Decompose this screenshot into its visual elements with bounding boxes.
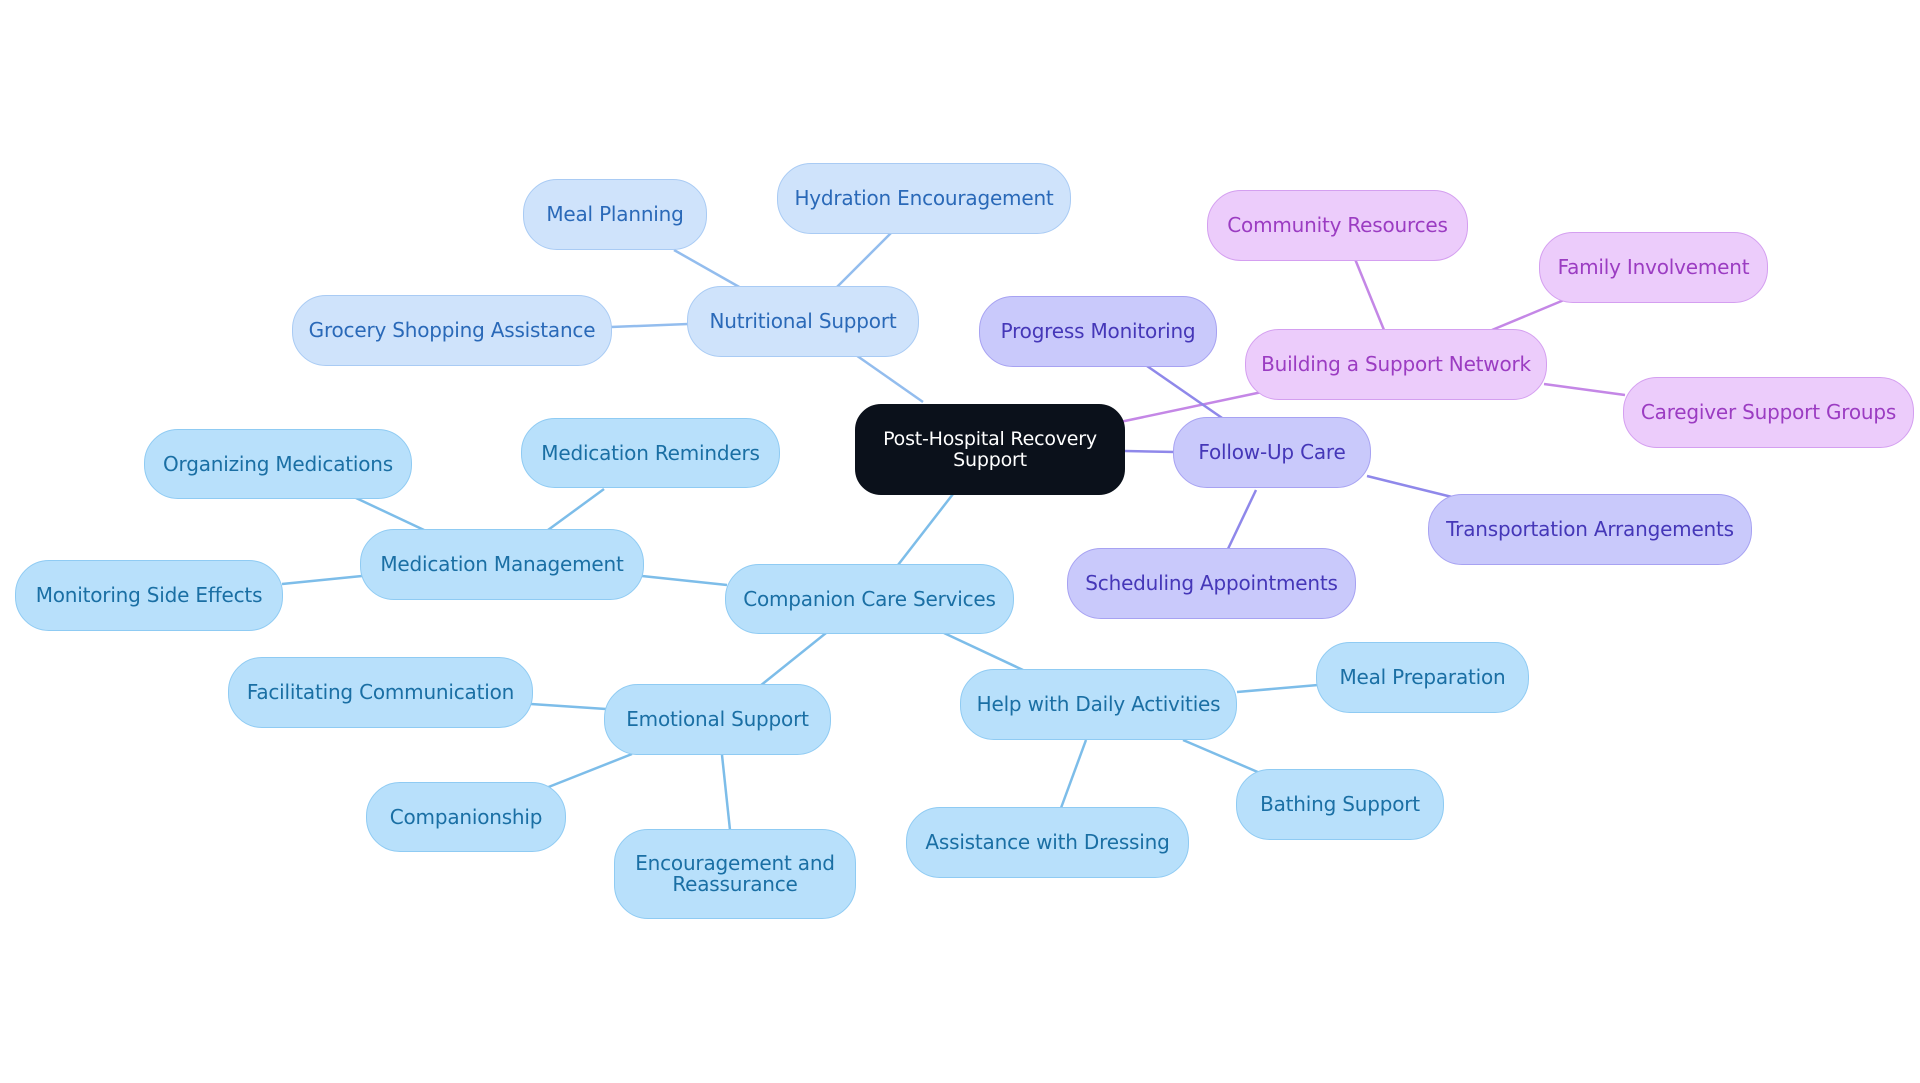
emotional-support-node[interactable]: Emotional Support <box>604 684 831 755</box>
bathing-support-node[interactable]: Bathing Support <box>1236 769 1444 840</box>
follow-up-care-node[interactable]: Follow-Up Care <box>1173 417 1371 488</box>
organizing-medications-node[interactable]: Organizing Medications <box>144 429 412 499</box>
edge-daily-dressing <box>1059 739 1088 809</box>
medication-reminders-node[interactable]: Medication Reminders <box>521 418 780 488</box>
scheduling-appointments-node[interactable]: Scheduling Appointments <box>1067 548 1356 619</box>
meal-planning-node[interactable]: Meal Planning <box>523 179 707 250</box>
edge-med-sideeffects <box>281 574 363 586</box>
nutritional-support-node[interactable]: Nutritional Support <box>687 286 919 357</box>
family-involvement-node[interactable]: Family Involvement <box>1539 232 1768 303</box>
edge-daily-bathing <box>1182 738 1261 775</box>
edge-fu-transport <box>1366 474 1453 499</box>
edge-net-family <box>1491 298 1565 332</box>
edge-root-companion <box>897 493 954 566</box>
edge-companion-daily <box>943 631 1024 672</box>
support-network-node[interactable]: Building a Support Network <box>1245 329 1547 400</box>
edge-med-organizing <box>355 496 425 532</box>
encouragement-node[interactable]: Encouragement and Reassurance <box>614 829 856 919</box>
edge-nut-meal <box>673 248 742 290</box>
edge-root-nutrition <box>852 351 924 404</box>
edge-nut-hydration <box>835 232 892 289</box>
edge-companion-medication <box>641 574 728 587</box>
edge-emo-companionship <box>545 752 633 790</box>
edge-med-reminders <box>547 487 605 532</box>
companionship-node[interactable]: Companionship <box>366 782 566 852</box>
progress-monitoring-node[interactable]: Progress Monitoring <box>979 296 1217 367</box>
edge-emo-encouragement <box>720 754 732 831</box>
facilitating-communication-node[interactable]: Facilitating Communication <box>228 657 533 728</box>
edge-root-followup <box>1124 449 1176 454</box>
edge-emo-communication <box>530 702 607 711</box>
hydration-encouragement-node[interactable]: Hydration Encouragement <box>777 163 1071 234</box>
companion-care-node[interactable]: Companion Care Services <box>725 564 1014 634</box>
root-node[interactable]: Post-Hospital Recovery Support <box>855 404 1125 495</box>
edge-net-caregiver <box>1543 382 1626 397</box>
meal-preparation-node[interactable]: Meal Preparation <box>1316 642 1529 713</box>
edge-root-network <box>1119 390 1263 424</box>
edge-daily-meal <box>1236 683 1319 694</box>
edge-fu-scheduling <box>1225 489 1258 552</box>
assistance-dressing-node[interactable]: Assistance with Dressing <box>906 807 1189 878</box>
edge-companion-emotional <box>759 632 827 687</box>
grocery-shopping-node[interactable]: Grocery Shopping Assistance <box>292 295 612 366</box>
caregiver-support-groups-node[interactable]: Caregiver Support Groups <box>1623 377 1914 448</box>
community-resources-node[interactable]: Community Resources <box>1207 190 1468 261</box>
edge-nut-grocery <box>610 322 689 329</box>
edge-net-community <box>1353 258 1386 331</box>
medication-management-node[interactable]: Medication Management <box>360 529 644 600</box>
edge-fu-progress <box>1146 364 1226 422</box>
monitoring-side-effects-node[interactable]: Monitoring Side Effects <box>15 560 283 631</box>
transportation-node[interactable]: Transportation Arrangements <box>1428 494 1752 565</box>
daily-activities-node[interactable]: Help with Daily Activities <box>960 669 1237 740</box>
